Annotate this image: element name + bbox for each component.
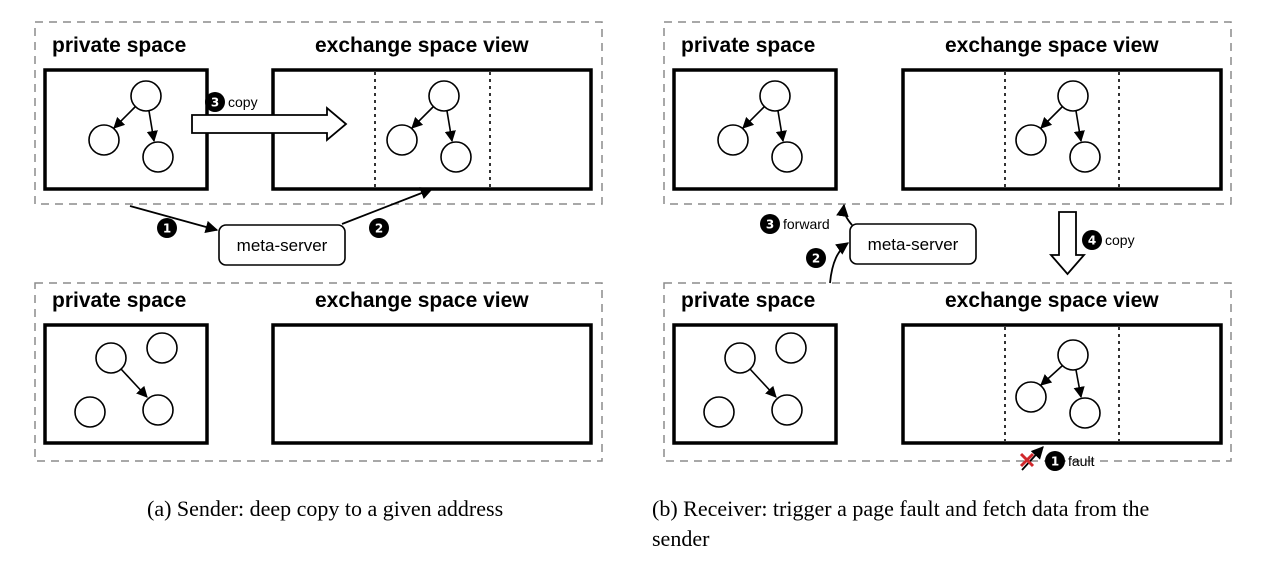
b-top-private-label: private space [681, 34, 815, 57]
object-node [386, 124, 418, 156]
a-top-private-object-graph [88, 80, 174, 173]
reference-arrow [1073, 110, 1085, 143]
panel-a-sender: private space exchange space view 3 cop [34, 21, 603, 462]
b-top-exchange-label: exchange space view [945, 34, 1159, 57]
a-meta-server-box [218, 224, 346, 266]
b-fault-arrow [1021, 446, 1044, 471]
object-node [703, 396, 735, 428]
reference-arrow [444, 110, 456, 143]
object-node [759, 80, 791, 112]
a-step-2-badge: 2 [369, 218, 389, 238]
b-step-4-badge: 4 [1082, 230, 1102, 250]
svg-text:4: 4 [1088, 234, 1096, 248]
b-top-exchange-object-graph [1015, 80, 1101, 173]
svg-text:3: 3 [211, 96, 219, 110]
reference-arrow [775, 110, 787, 143]
b-step-2-arrow [829, 242, 850, 284]
svg-text:2: 2 [812, 252, 820, 266]
b-step-3-arrow [836, 203, 853, 226]
caption-a: (a) Sender: deep copy to a given address [147, 496, 504, 521]
a-copy-arrow [191, 106, 348, 142]
b-bottom-private-object-graph [703, 332, 807, 428]
a-bottom-private-label: private space [52, 289, 186, 312]
b-top-private-object-graph [717, 80, 803, 173]
reference-arrow [749, 368, 777, 398]
b-step-1-label: fault [1068, 453, 1095, 469]
a-bottom-exchange-box [271, 323, 593, 445]
caption-b-line2: sender [652, 526, 710, 551]
object-node [717, 124, 749, 156]
object-node [1057, 80, 1089, 112]
b-bottom-private-box [672, 323, 838, 445]
a-bottom-private-box [43, 323, 209, 445]
a-top-group-border [34, 21, 603, 205]
object-node [771, 141, 803, 173]
caption-b-line1: (b) Receiver: trigger a page fault and f… [652, 496, 1150, 521]
object-node [1015, 381, 1047, 413]
b-meta-server-label: meta-server [868, 235, 959, 254]
b-fault-x-mark [1019, 452, 1035, 468]
svg-text:2: 2 [375, 222, 383, 236]
b-step-3-badge: 3 [760, 214, 780, 234]
b-bottom-exchange-object-graph [1015, 339, 1101, 429]
object-node [1057, 339, 1089, 371]
b-step-2-badge: 2 [806, 248, 826, 268]
svg-text:1: 1 [1051, 455, 1059, 469]
b-step-1-badge: 1 [1045, 451, 1065, 471]
object-node [95, 342, 127, 374]
b-top-group-border [663, 21, 1232, 205]
architecture-diagram: private space exchange space view 3 cop [34, 21, 1232, 471]
a-step-1-badge: 1 [157, 218, 177, 238]
b-bottom-group-border [663, 282, 1232, 462]
object-node [1069, 141, 1101, 173]
b-bottom-private-label: private space [681, 289, 815, 312]
object-node [146, 332, 178, 364]
a-bottom-exchange-label: exchange space view [315, 289, 529, 312]
a-step-3-badge: 3 [205, 92, 225, 112]
reference-arrow [1040, 365, 1063, 386]
object-node [440, 141, 472, 173]
a-top-private-label: private space [52, 34, 186, 57]
a-top-exchange-object-graph [386, 80, 472, 173]
object-node [142, 141, 174, 173]
svg-text:1: 1 [163, 222, 171, 236]
object-node [74, 396, 106, 428]
a-top-private-box [43, 68, 209, 191]
reference-arrow [742, 106, 765, 129]
object-node [1015, 124, 1047, 156]
object-node [1069, 397, 1101, 429]
a-step-1-arrow [129, 205, 219, 234]
a-top-exchange-label: exchange space view [315, 34, 529, 57]
object-node [724, 342, 756, 374]
b-bottom-exchange-box [901, 323, 1223, 445]
reference-arrow [1040, 106, 1063, 129]
reference-arrow [1073, 369, 1085, 399]
a-bottom-private-object-graph [74, 332, 178, 428]
a-step-3-label: copy [228, 94, 258, 110]
panel-b-receiver: private space exchange space view meta-s… [663, 21, 1232, 471]
reference-arrow [146, 110, 158, 143]
reference-arrow [411, 106, 434, 129]
b-top-exchange-box [901, 68, 1223, 191]
b-step-3-label: forward [783, 216, 830, 232]
b-copy-arrow [1049, 211, 1086, 276]
a-meta-server-label: meta-server [237, 236, 328, 255]
b-step-4-label: copy [1105, 232, 1135, 248]
b-top-private-box [672, 68, 838, 191]
object-node [142, 394, 174, 426]
object-node [771, 394, 803, 426]
svg-text:3: 3 [766, 218, 774, 232]
a-bottom-group-border [34, 282, 603, 462]
object-node [775, 332, 807, 364]
a-step-2-arrow [341, 187, 434, 225]
object-node [88, 124, 120, 156]
reference-arrow [120, 368, 148, 398]
b-bottom-exchange-label: exchange space view [945, 289, 1159, 312]
object-node [130, 80, 162, 112]
object-node [428, 80, 460, 112]
b-meta-server-box [849, 223, 977, 265]
reference-arrow [113, 106, 136, 129]
